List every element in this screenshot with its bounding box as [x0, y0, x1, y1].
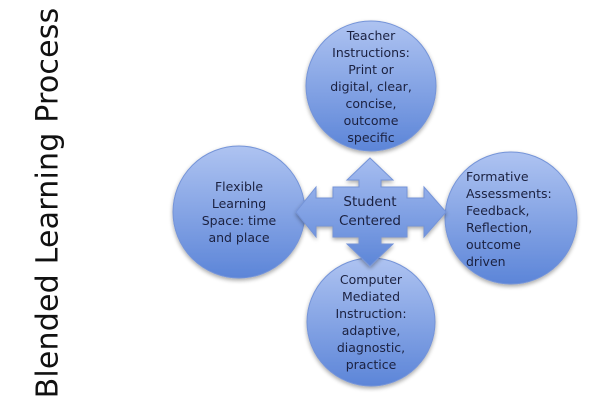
- node-text-line: Reflection,: [466, 220, 533, 235]
- node-circle-right: [444, 151, 578, 285]
- node-text-line: Feedback,: [466, 203, 530, 218]
- node-left-text: Flexible Learning Space: time and place: [179, 152, 299, 272]
- node-bottom-text: Computer Mediated Instruction: adaptive,…: [311, 264, 431, 380]
- node-circle-top: [305, 20, 437, 152]
- node-text-line: Mediated: [341, 289, 401, 304]
- node-text-line: Assessments:: [466, 186, 552, 201]
- node-text-line: adaptive,: [341, 323, 401, 338]
- node-text-line: concise,: [345, 95, 397, 111]
- node-text-line: Space: time: [201, 213, 277, 228]
- node-text-line: Learning: [211, 196, 267, 211]
- node-text-line: Computer: [339, 272, 403, 287]
- node-text-line: Instructions:: [332, 44, 410, 60]
- node-text-line: Instruction:: [335, 306, 407, 321]
- node-text-line: and place: [208, 230, 270, 245]
- node-text-line: Formative: [466, 169, 529, 184]
- four-way-arrow-icon: [295, 157, 447, 267]
- node-text-line: Teacher: [346, 27, 396, 43]
- node-top-text: Teacher Instructions: Print or digital, …: [311, 26, 431, 146]
- node-text-line: practice: [345, 357, 397, 372]
- node-right-text: Formative Assessments: Feedback, Reflect…: [466, 160, 576, 278]
- node-text-line: driven: [466, 254, 506, 269]
- node-text-line: outcome: [343, 112, 399, 128]
- node-text-line: Print or: [348, 61, 394, 77]
- center-label-line: Centered: [338, 213, 401, 229]
- center-label-line: Student: [343, 194, 397, 210]
- node-text-line: diagnostic,: [336, 340, 406, 355]
- node-text-line: digital, clear,: [330, 78, 412, 94]
- center-label: Student Centered: [330, 190, 410, 234]
- node-text-line: outcome: [466, 237, 521, 252]
- node-text-line: Flexible: [214, 179, 264, 194]
- node-text-line: specific: [347, 129, 395, 145]
